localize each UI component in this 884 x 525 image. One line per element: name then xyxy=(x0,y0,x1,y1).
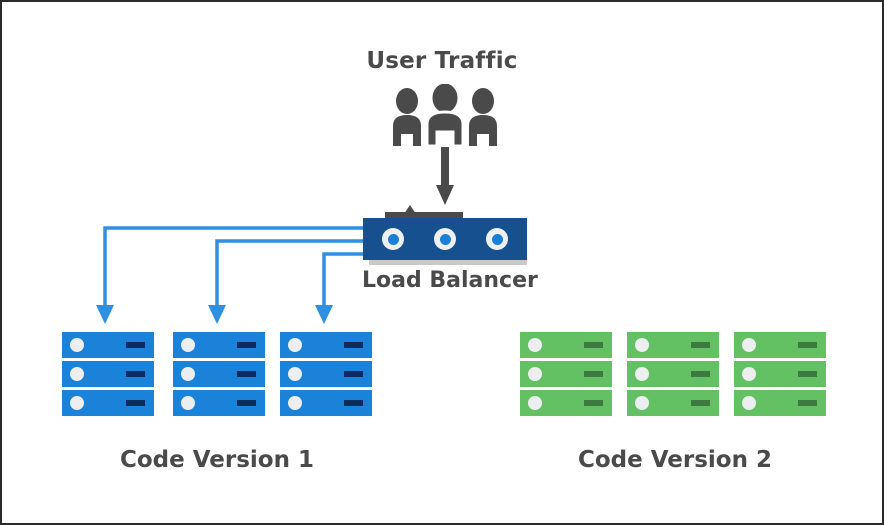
load-balancer-led-1 xyxy=(382,228,404,250)
code-version-2-rack-2[interactable] xyxy=(627,332,724,420)
server-power-icon xyxy=(70,396,84,410)
load-balancer-shadow xyxy=(369,260,527,265)
server-power-icon xyxy=(635,367,649,381)
server-unit[interactable] xyxy=(627,332,724,362)
server-power-icon xyxy=(288,338,302,352)
server-indicator-icon xyxy=(798,400,817,406)
user-traffic-label: User Traffic xyxy=(366,48,518,74)
server-indicator-icon xyxy=(126,371,145,377)
server-power-icon xyxy=(288,396,302,410)
server-unit[interactable] xyxy=(734,390,831,420)
server-power-icon xyxy=(181,396,195,410)
code-version-2-label: Code Version 2 xyxy=(578,447,772,473)
server-indicator-icon xyxy=(584,400,603,406)
server-indicator-icon xyxy=(691,371,710,377)
server-power-icon xyxy=(70,367,84,381)
server-unit[interactable] xyxy=(520,361,617,391)
server-unit[interactable] xyxy=(62,390,159,420)
server-unit[interactable] xyxy=(520,332,617,362)
server-power-icon xyxy=(528,396,542,410)
server-power-icon xyxy=(70,338,84,352)
load-balancer-antenna-icon xyxy=(404,205,416,214)
server-unit[interactable] xyxy=(280,361,377,391)
lb-to-rack-2-line xyxy=(215,239,363,309)
server-indicator-icon xyxy=(344,342,363,348)
lb-to-rack-2-arrowhead xyxy=(208,305,226,324)
users-group-icon xyxy=(393,84,497,146)
server-power-icon xyxy=(742,396,756,410)
server-unit[interactable] xyxy=(62,361,159,391)
server-indicator-icon xyxy=(691,400,710,406)
server-indicator-icon xyxy=(126,400,145,406)
load-balancer[interactable] xyxy=(357,205,537,267)
code-version-1-rack-2[interactable] xyxy=(173,332,270,420)
down-arrow-icon xyxy=(436,147,454,205)
code-version-1-rack-1[interactable] xyxy=(62,332,159,420)
server-unit[interactable] xyxy=(173,361,270,391)
code-version-1-label: Code Version 1 xyxy=(120,447,314,473)
server-indicator-icon xyxy=(237,400,256,406)
server-power-icon xyxy=(181,367,195,381)
server-unit[interactable] xyxy=(627,361,724,391)
server-indicator-icon xyxy=(798,371,817,377)
load-balancer-led-3 xyxy=(486,228,508,250)
load-balancer-chassis xyxy=(363,218,527,260)
server-unit[interactable] xyxy=(280,390,377,420)
code-version-2-rack-1[interactable] xyxy=(520,332,617,420)
server-unit[interactable] xyxy=(62,332,159,362)
load-balancer-top-bar xyxy=(385,212,463,218)
server-power-icon xyxy=(635,338,649,352)
server-power-icon xyxy=(528,338,542,352)
server-power-icon xyxy=(742,338,756,352)
server-unit[interactable] xyxy=(734,332,831,362)
server-indicator-icon xyxy=(126,342,145,348)
server-unit[interactable] xyxy=(627,390,724,420)
server-indicator-icon xyxy=(237,342,256,348)
server-indicator-icon xyxy=(344,371,363,377)
load-balancer-label: Load Balancer xyxy=(362,268,538,293)
server-indicator-icon xyxy=(237,371,256,377)
code-version-2-rack-3[interactable] xyxy=(734,332,831,420)
server-unit[interactable] xyxy=(520,390,617,420)
code-version-1-rack-3[interactable] xyxy=(280,332,377,420)
server-unit[interactable] xyxy=(734,361,831,391)
server-power-icon xyxy=(742,367,756,381)
server-unit[interactable] xyxy=(173,390,270,420)
server-indicator-icon xyxy=(798,342,817,348)
server-indicator-icon xyxy=(584,342,603,348)
server-indicator-icon xyxy=(691,342,710,348)
load-balancer-led-2 xyxy=(434,228,456,250)
lb-to-rack-1-arrowhead xyxy=(96,305,114,324)
lb-to-rack-3-arrowhead xyxy=(315,305,333,324)
lb-to-rack-1-line xyxy=(103,226,363,309)
server-indicator-icon xyxy=(584,371,603,377)
server-indicator-icon xyxy=(344,400,363,406)
server-unit[interactable] xyxy=(280,332,377,362)
server-power-icon xyxy=(181,338,195,352)
server-unit[interactable] xyxy=(173,332,270,362)
server-power-icon xyxy=(288,367,302,381)
server-power-icon xyxy=(635,396,649,410)
server-power-icon xyxy=(528,367,542,381)
